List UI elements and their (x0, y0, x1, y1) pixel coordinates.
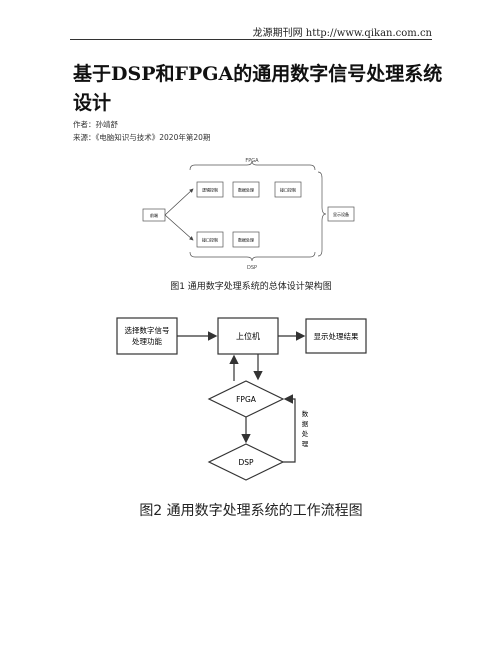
side-label-4: 理 (302, 440, 309, 448)
select-box-line2: 处理功能 (132, 336, 162, 346)
result-box-label: 显示处理结果 (314, 331, 359, 341)
display-box (327, 206, 355, 222)
fpga-box-2 (232, 181, 260, 198)
dsp-box-1 (196, 231, 224, 248)
figure2-flow-diagram: 选择数字信号 处理功能 上位机 显示处理结果 FPGA DSP 数 据 处 理 (116, 317, 367, 481)
fpga-box-1-label: 逻辑控制 (202, 187, 218, 193)
select-box-line1: 选择数字信号 (125, 325, 170, 335)
figure1-caption: 图1 通用数字处理系统的总体设计架构图 (170, 282, 332, 292)
display-result-box (305, 318, 367, 354)
data-processing-feedback-arrow (283, 394, 296, 463)
dsp-group-label: DSP (247, 265, 257, 271)
journal-header: 龙源期刊网 http://www.qikan.com.cn (252, 28, 432, 39)
side-label-2: 据 (302, 419, 309, 428)
arrow-to-dsp (164, 214, 194, 241)
fpga-box-3-label: 接口控制 (280, 187, 296, 193)
author-line: 作者：孙靖舒 (73, 120, 118, 129)
dsp-brace (189, 251, 316, 262)
source-line: 来源：《电脑知识与技术》2020年第20期 (73, 133, 211, 142)
dsp-box-2-label: 数据处理 (238, 237, 254, 243)
article-title: 基于DSP和FPGA的通用数字信号处理系统设计 (73, 63, 443, 114)
dsp-diamond-label: DSP (238, 458, 254, 467)
display-brace (317, 171, 327, 257)
display-box-label: 显示设备 (333, 211, 349, 217)
fpga-diamond-label: FPGA (236, 395, 257, 404)
figure1-architecture-diagram: FPGA DSP 前端 逻辑控制 数据处理 接口控制 接口控制 数据处理 显示设… (142, 158, 355, 271)
host-computer-box (217, 317, 279, 355)
header-rule (70, 39, 432, 40)
host-box-label: 上位机 (236, 331, 260, 341)
fpga-box-3 (274, 181, 302, 198)
fpga-box-2-label: 数据处理 (238, 187, 254, 193)
arrow-to-fpga (164, 188, 194, 216)
figure2-caption: 图2 通用数字处理系统的工作流程图 (139, 503, 363, 519)
dsp-diamond (207, 443, 285, 481)
source-box-label: 前端 (150, 212, 158, 218)
fpga-brace (189, 160, 316, 171)
dsp-box-1-label: 接口控制 (202, 237, 218, 243)
side-label-1: 数 (302, 409, 309, 418)
select-function-box (116, 317, 178, 355)
side-label-3: 处 (302, 429, 309, 438)
dsp-box-2 (232, 231, 260, 248)
fpga-box-1 (196, 181, 224, 198)
